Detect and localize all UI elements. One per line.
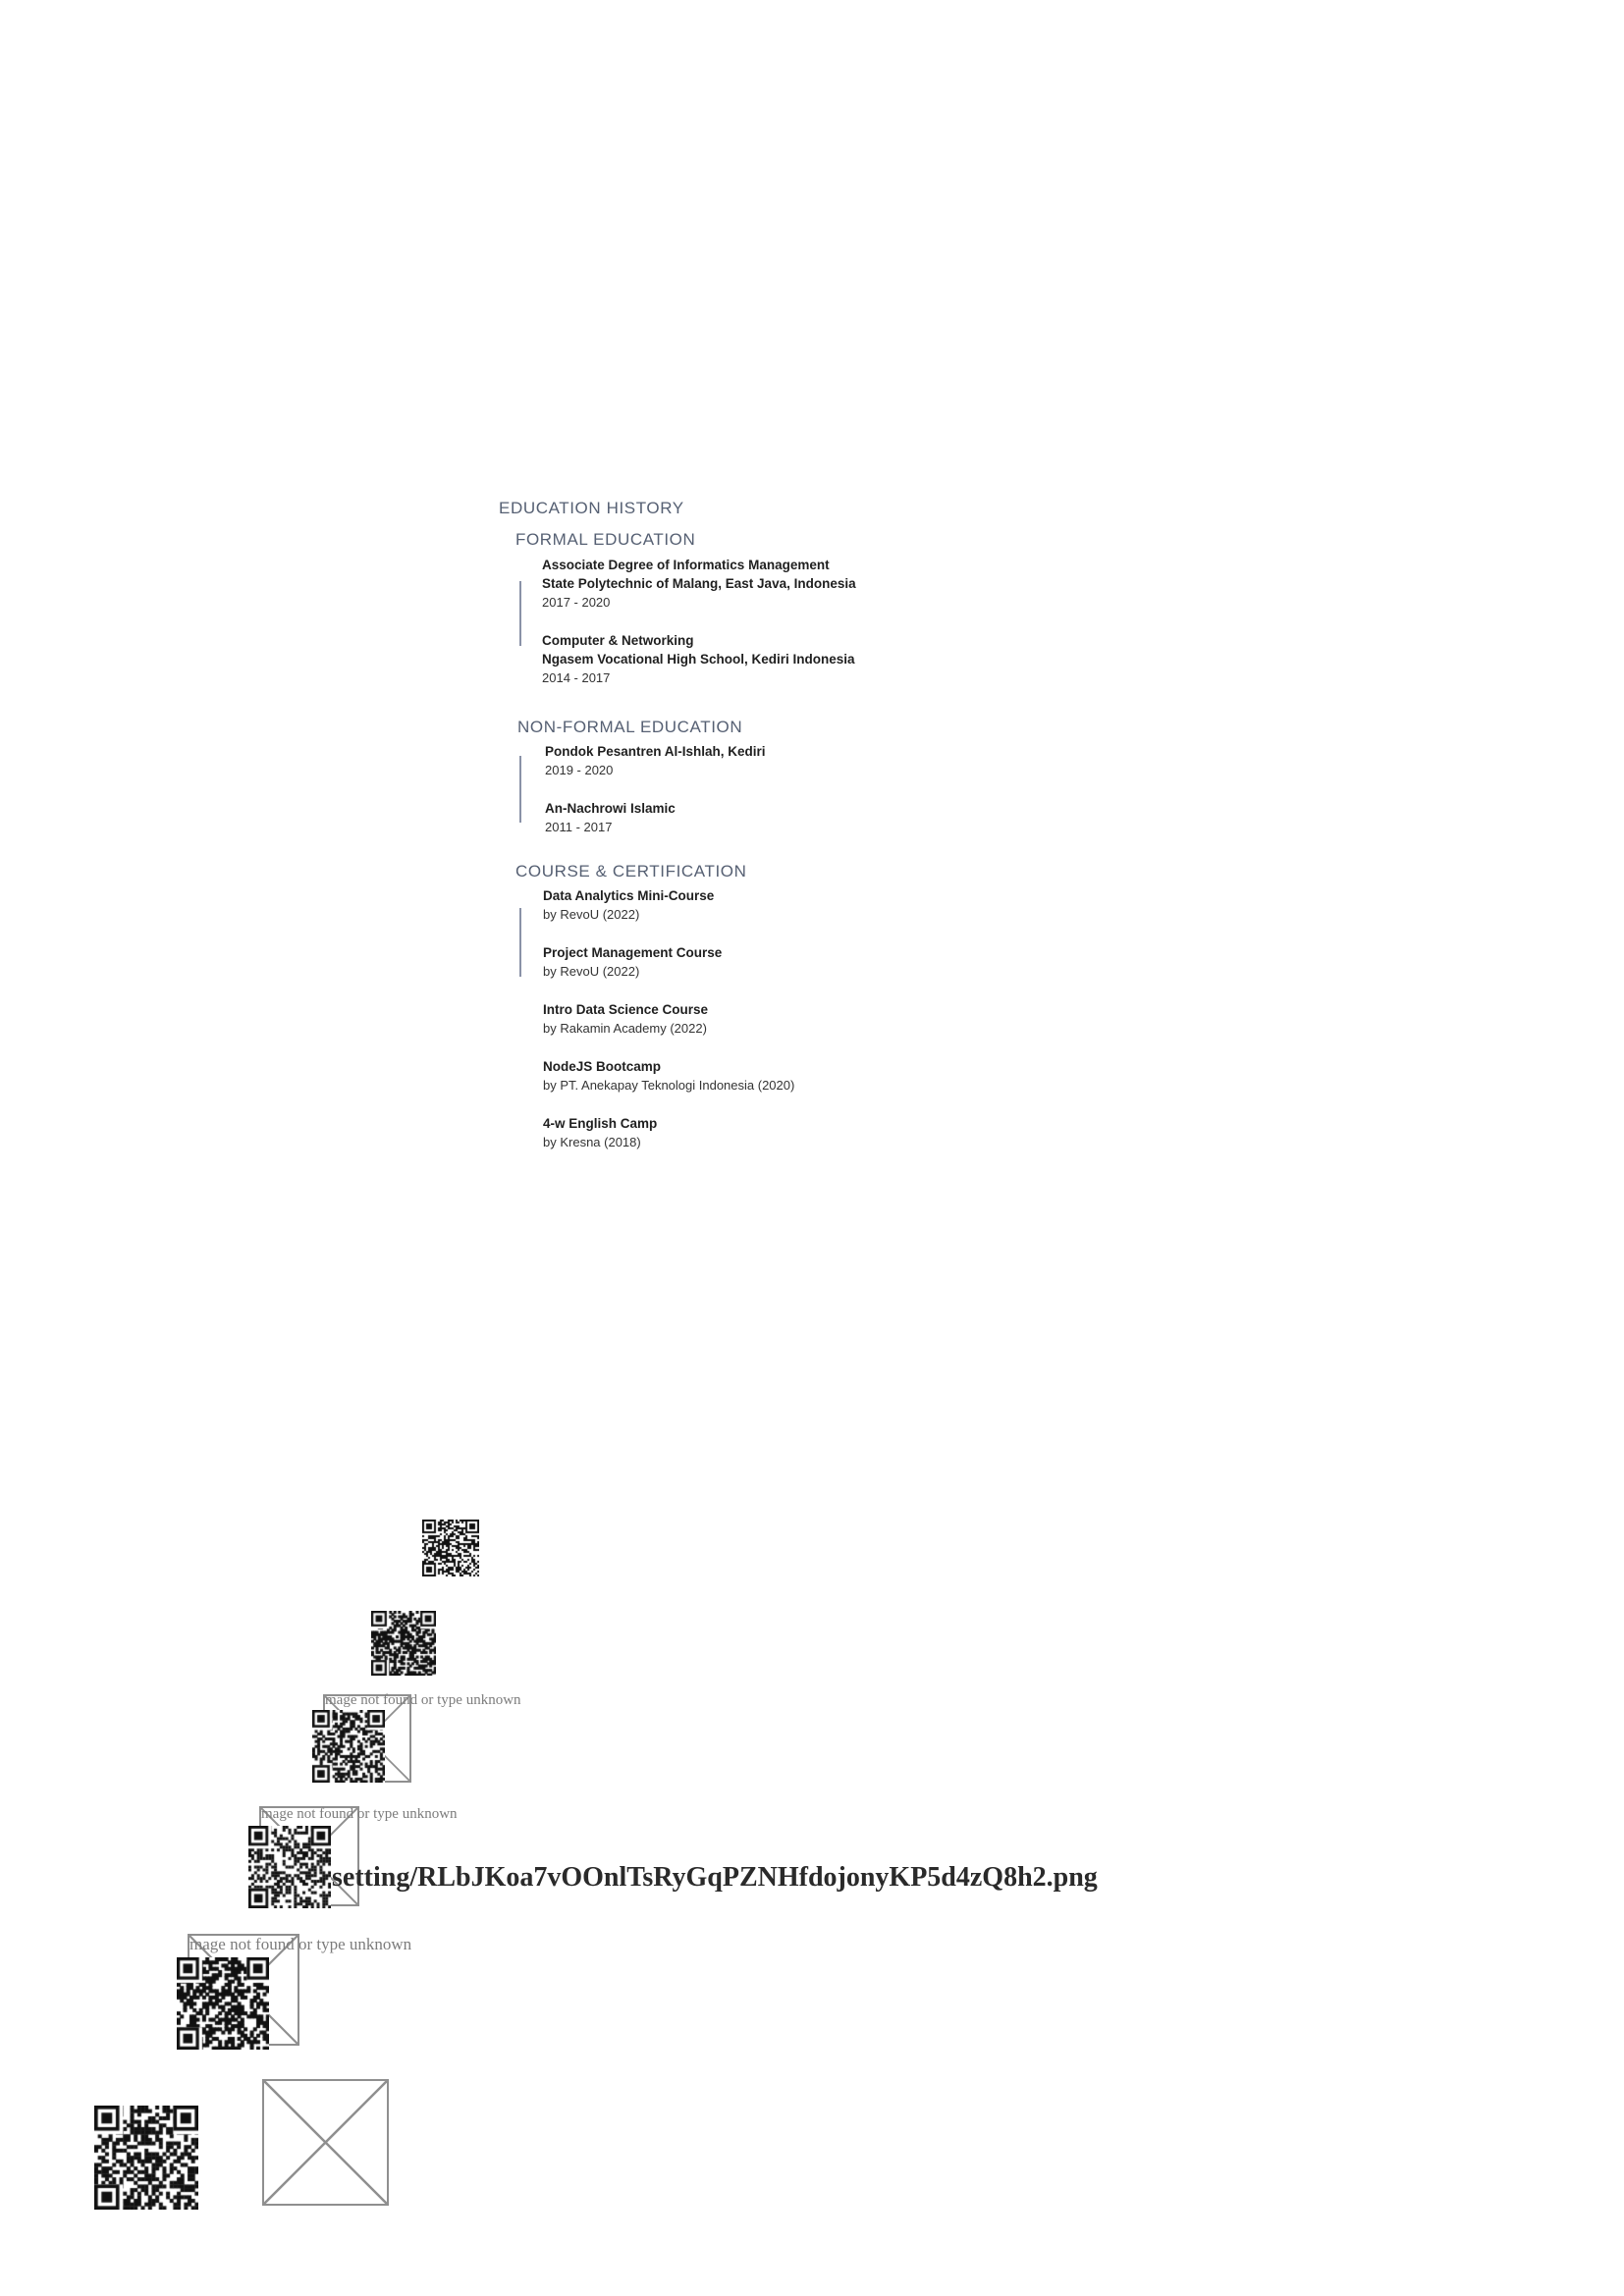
entry-institution: State Polytechnic of Malang, East Java, …: [542, 576, 856, 591]
course-certification-heading: COURSE & CERTIFICATION: [515, 862, 747, 881]
course-title: NodeJS Bootcamp: [543, 1059, 662, 1074]
entry-years: 2017 - 2020: [542, 595, 611, 610]
broken-image-alt-text: mage not found or type unknown: [189, 1935, 412, 1953]
broken-image-icon: [262, 2079, 389, 2206]
course-certification-bar: [519, 908, 521, 977]
course-provider: by PT. Anekapay Teknologi Indonesia (202…: [543, 1078, 795, 1093]
course-title: 4-w English Camp: [543, 1116, 658, 1131]
qr-code-icon: [422, 1520, 479, 1576]
qr-code-icon: [312, 1710, 385, 1783]
entry-title: Associate Degree of Informatics Manageme…: [542, 558, 830, 572]
broken-image-alt-text: mage not found or type unknown: [325, 1692, 521, 1708]
entry-title: Computer & Networking: [542, 633, 694, 648]
broken-image-alt-text: mage not found or type unknown: [261, 1806, 458, 1822]
qr-code-icon: [371, 1611, 436, 1676]
course-entry-1: Project Management Course by RevoU (2022…: [543, 943, 722, 981]
course-entry-4: 4-w English Camp by Kresna (2018): [543, 1114, 657, 1151]
qr-code-icon: [94, 2106, 198, 2210]
non-formal-education-bar: [519, 756, 521, 823]
education-history-section: EDUCATION HISTORY FORMAL EDUCATION Assoc…: [499, 491, 1009, 1168]
entry-title: Pondok Pesantren Al-Ishlah, Kediri: [545, 744, 766, 759]
formal-entry-0: Associate Degree of Informatics Manageme…: [542, 556, 856, 612]
image-path-text: setting/RLbJKoa7vOOnlTsRyGqPZNHfdojonyKP…: [332, 1862, 1098, 1893]
course-provider: by RevoU (2022): [543, 964, 640, 979]
course-provider: by RevoU (2022): [543, 907, 640, 922]
entry-institution: Ngasem Vocational High School, Kediri In…: [542, 652, 855, 667]
course-title: Data Analytics Mini-Course: [543, 888, 715, 903]
course-entry-2: Intro Data Science Course by Rakamin Aca…: [543, 1000, 708, 1038]
formal-education-heading: FORMAL EDUCATION: [515, 530, 696, 549]
entry-years: 2019 - 2020: [545, 763, 614, 777]
entry-years: 2014 - 2017: [542, 670, 611, 685]
course-title: Project Management Course: [543, 945, 723, 960]
formal-entry-1: Computer & Networking Ngasem Vocational …: [542, 631, 855, 687]
course-provider: by Kresna (2018): [543, 1135, 641, 1149]
course-title: Intro Data Science Course: [543, 1002, 709, 1017]
non-formal-education-heading: NON-FORMAL EDUCATION: [517, 718, 743, 736]
course-provider: by Rakamin Academy (2022): [543, 1021, 707, 1036]
course-entry-0: Data Analytics Mini-Course by RevoU (202…: [543, 886, 714, 924]
nonformal-entry-0: Pondok Pesantren Al-Ishlah, Kediri 2019 …: [545, 742, 766, 779]
formal-education-bar: [519, 581, 521, 646]
nonformal-entry-1: An-Nachrowi Islamic 2011 - 2017: [545, 799, 676, 836]
entry-title: An-Nachrowi Islamic: [545, 801, 676, 816]
qr-code-icon: [248, 1826, 331, 1908]
entry-years: 2011 - 2017: [545, 820, 613, 834]
education-history-title: EDUCATION HISTORY: [499, 499, 684, 517]
course-entry-3: NodeJS Bootcamp by PT. Anekapay Teknolog…: [543, 1057, 794, 1095]
qr-code-icon: [177, 1957, 269, 2050]
